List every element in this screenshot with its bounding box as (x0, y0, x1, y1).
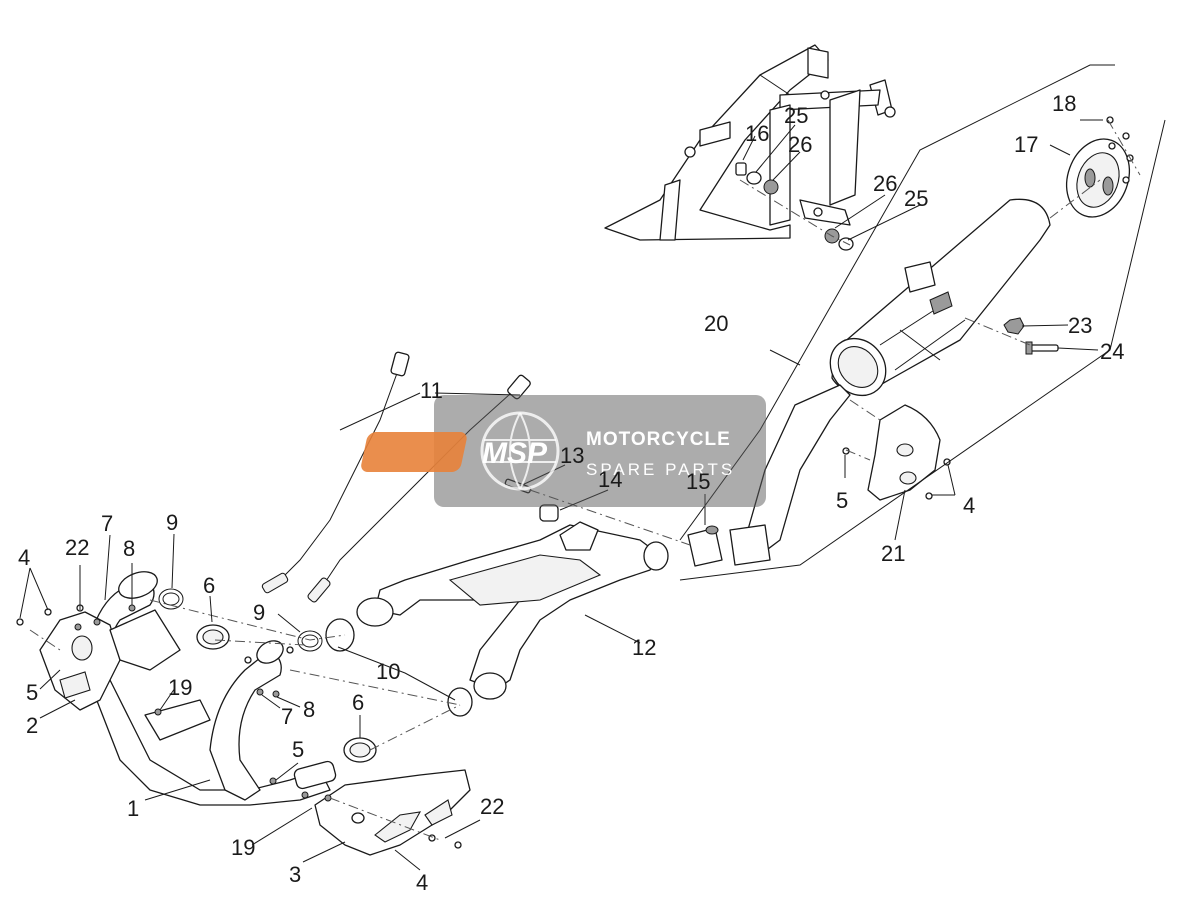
rear-frame (604, 44, 896, 241)
callout-5: 5 (26, 680, 38, 705)
callout-6: 6 (352, 690, 364, 715)
header-shield-lower (314, 769, 471, 856)
callout-4: 4 (416, 870, 428, 895)
exhaust-headers (84, 571, 337, 806)
callout-8: 8 (123, 536, 135, 561)
watermark-line1: MOTORCYCLE (586, 429, 731, 450)
callout-4: 4 (963, 493, 975, 518)
callout-23: 23 (1068, 313, 1092, 338)
callout-13: 13 (560, 443, 584, 468)
watermark: MSP MOTORCYCLE SPARE PARTS (361, 395, 766, 507)
callout-17: 17 (1014, 132, 1038, 157)
callout-25: 25 (784, 103, 808, 128)
callout-18: 18 (1052, 91, 1076, 116)
callout-8: 8 (303, 697, 315, 722)
callout-19: 19 (168, 675, 192, 700)
callout-25: 25 (904, 186, 928, 211)
callout-7: 7 (281, 704, 293, 729)
callout-19: 19 (231, 835, 255, 860)
header-shield-front (16, 604, 181, 711)
callout-16: 16 (745, 121, 769, 146)
callout-22: 22 (480, 794, 504, 819)
callout-10: 10 (376, 659, 400, 684)
muffler-heat-shield (842, 404, 951, 501)
callout-9: 9 (253, 600, 265, 625)
callout-9: 9 (166, 510, 178, 535)
watermark-logo-text: MSP (482, 437, 548, 470)
callout-20: 20 (704, 311, 728, 336)
callout-11: 11 (420, 378, 443, 403)
callout-6: 6 (203, 573, 215, 598)
watermark-line2: SPARE PARTS (586, 460, 735, 479)
callout-12: 12 (632, 635, 656, 660)
callout-15: 15 (686, 469, 710, 494)
frame-spacers (735, 162, 854, 251)
callout-26: 26 (873, 171, 897, 196)
muffler (729, 198, 1051, 566)
watermark-logo-badge (361, 432, 467, 472)
callout-21: 21 (881, 541, 905, 566)
callout-5: 5 (292, 737, 304, 762)
callout-26: 26 (788, 132, 812, 157)
callout-14: 14 (598, 467, 622, 492)
collector-box (356, 521, 669, 700)
callout-5: 5 (836, 488, 848, 513)
callout-22: 22 (65, 535, 89, 560)
clamps (196, 624, 377, 763)
callout-7: 7 (101, 511, 113, 536)
callout-4: 4 (18, 545, 30, 570)
callout-24: 24 (1100, 339, 1124, 364)
end-cap (1066, 116, 1134, 218)
leader-lines (19, 119, 1103, 871)
callout-2: 2 (26, 713, 38, 738)
muffler-bolts (1003, 317, 1059, 355)
callout-1: 1 (127, 796, 139, 821)
callout-3: 3 (289, 862, 301, 887)
callouts: 1 2 3 4 4 4 5 5 5 6 6 7 7 8 8 9 9 10 11 … (18, 91, 1124, 895)
